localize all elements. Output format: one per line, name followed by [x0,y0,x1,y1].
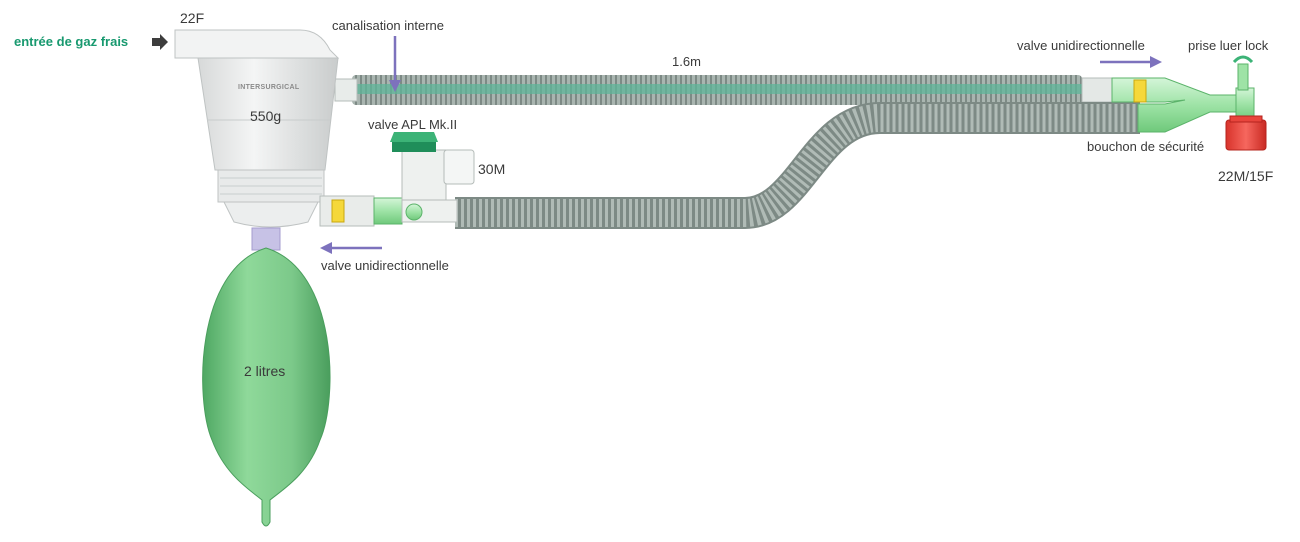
lower-tube [455,102,1165,229]
flow-left-arrow-icon [320,242,382,254]
reservoir-bag [202,247,331,527]
connector-30m-label: 30M [478,161,506,177]
flow-right-arrow-icon [1100,56,1162,68]
one-way-valve-top-label: valve unidirectionnelle [1017,38,1145,53]
apl-valve-body [390,132,475,201]
safety-cap-label: bouchon de sécurité [1087,139,1205,154]
connector-22f-label: 22F [180,10,205,26]
one-way-valve-bottom-label: valve unidirectionnelle [321,258,449,273]
tube-length-label: 1.6m [672,54,701,69]
bag-volume-label: 2 litres [244,363,286,379]
apl-valve-label: valve APL Mk.II [368,117,458,132]
internal-channel-label: canalisation interne [332,18,445,33]
upper-tube [334,75,1113,105]
internal-channel-pointer-arrow-icon [389,36,401,92]
absorber-canister [174,29,340,251]
one-way-valve-bottom-block [319,195,458,227]
fresh-gas-arrow-icon [152,34,168,50]
safety-cap [1225,115,1267,151]
fresh-gas-inlet-label: entrée de gaz frais [14,34,129,49]
luer-lock-port-label: prise luer lock [1188,38,1269,53]
brand-logo-text: INTERSURGICAL [238,84,300,91]
y-piece [1111,55,1255,133]
connector-22m-15f-label: 22M/15F [1218,168,1274,184]
canister-weight-label: 550g [250,108,282,124]
